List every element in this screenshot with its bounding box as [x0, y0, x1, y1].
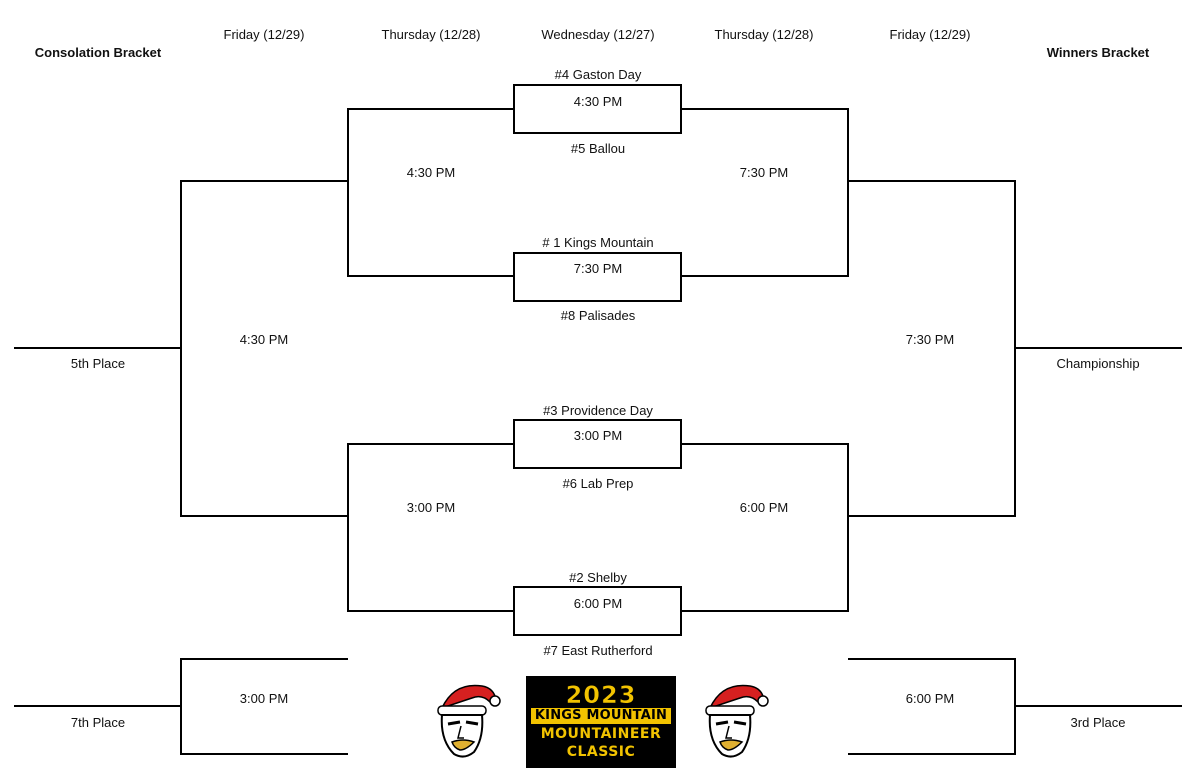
logo-line-1: KINGS MOUNTAIN: [530, 708, 672, 724]
g3-bottom-team: #6 Lab Prep: [562, 476, 634, 491]
fifth-place-time: 4:30 PM: [239, 332, 289, 347]
fifth-place-label: 5th Place: [70, 356, 126, 371]
win-semi-bottom-time: 6:00 PM: [739, 500, 789, 515]
cons-semi-bottom-time: 3:00 PM: [406, 500, 456, 515]
g2-top-team: # 1 Kings Mountain: [542, 235, 654, 250]
championship-time: 7:30 PM: [905, 332, 955, 347]
cons-semi-top-line: [347, 108, 514, 277]
championship-line: [848, 180, 1016, 517]
tournament-logo: 2023 KINGS MOUNTAIN MOUNTAINEER CLASSIC: [526, 676, 676, 768]
day-header-5: Friday (12/29): [889, 27, 971, 42]
seventh-place-line: [180, 658, 348, 755]
game-box-g4: [513, 586, 682, 636]
cons-semi-top-time: 4:30 PM: [406, 165, 456, 180]
logo-line-2: MOUNTAINEER: [540, 726, 662, 742]
day-header-3: Wednesday (12/27): [541, 27, 655, 42]
g4-time: 6:00 PM: [573, 596, 623, 611]
seventh-place-time: 3:00 PM: [239, 691, 289, 706]
game-box-g1: [513, 84, 682, 134]
winners-bracket-title: Winners Bracket: [1046, 45, 1150, 60]
championship-label: Championship: [1056, 356, 1140, 371]
g4-top-team: #2 Shelby: [569, 570, 627, 585]
g2-time: 7:30 PM: [573, 261, 623, 276]
day-header-2: Thursday (12/28): [381, 27, 481, 42]
g3-time: 3:00 PM: [573, 428, 623, 443]
third-place-time: 6:00 PM: [905, 691, 955, 706]
consolation-bracket-title: Consolation Bracket: [34, 45, 162, 60]
g2-bottom-team: #8 Palisades: [560, 308, 636, 323]
santa-hat-mountaineer-icon-right: [705, 684, 769, 758]
seventh-place-label: 7th Place: [70, 715, 126, 730]
g1-time: 4:30 PM: [573, 94, 623, 109]
win-semi-top-line: [681, 108, 849, 277]
santa-hat-mountaineer-icon: [437, 684, 501, 758]
g1-top-team: #4 Gaston Day: [554, 67, 642, 82]
day-header-1: Friday (12/29): [223, 27, 305, 42]
third-place-line: [848, 658, 1016, 755]
third-place-label: 3rd Place: [1070, 715, 1126, 730]
logo-year: 2023: [565, 681, 637, 709]
logo-line-3: CLASSIC: [566, 744, 636, 760]
g1-bottom-team: #5 Ballou: [570, 141, 626, 156]
win-semi-top-time: 7:30 PM: [739, 165, 789, 180]
g4-bottom-team: #7 East Rutherford: [543, 643, 653, 658]
cons-semi-bottom-line: [347, 443, 514, 612]
day-header-4: Thursday (12/28): [714, 27, 814, 42]
win-semi-bottom-line: [681, 443, 849, 612]
fifth-place-line: [180, 180, 348, 517]
g3-top-team: #3 Providence Day: [543, 403, 653, 418]
